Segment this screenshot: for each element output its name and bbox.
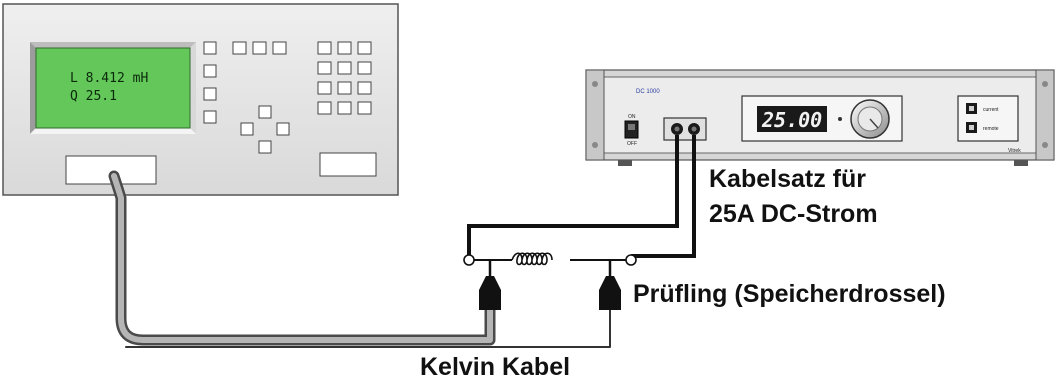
- arrow-left-button[interactable]: [240, 122, 254, 136]
- meter-side-buttons: [203, 41, 217, 124]
- meter-arrow-pad: [240, 105, 290, 154]
- meter-keypad: [317, 41, 372, 115]
- label-dut: Prüfling (Speicherdrossel): [633, 280, 946, 308]
- kelvin-cable: [108, 170, 611, 348]
- current-button-label: current: [983, 107, 999, 113]
- inductor-coil: [511, 252, 553, 266]
- dc-cable-set: [467, 135, 696, 258]
- dut-terminal-right: [625, 254, 637, 266]
- meter-port: [319, 152, 377, 177]
- lcr-meter: L 8.412 mH Q 25.1: [2, 3, 399, 196]
- meter-button[interactable]: [232, 41, 247, 55]
- arrow-down-button[interactable]: [258, 140, 272, 154]
- dut-terminal-left: [463, 254, 475, 266]
- display-value: 25.00: [761, 108, 822, 132]
- seven-segment-display: [757, 106, 827, 132]
- lcd-bezel: [30, 42, 196, 48]
- arrow-right-button[interactable]: [276, 122, 290, 136]
- device-under-test: [463, 252, 637, 266]
- dc-source-model: DC 1000: [636, 89, 660, 95]
- label-cable-set-line2: 25A DC-Strom: [709, 200, 878, 228]
- lcd-display: [35, 47, 191, 129]
- meter-button[interactable]: [203, 87, 217, 101]
- meter-button[interactable]: [252, 41, 267, 55]
- meter-button[interactable]: [203, 41, 217, 55]
- meter-button[interactable]: [203, 64, 217, 78]
- switch-on-label: ON: [628, 114, 636, 120]
- meter-top-buttons: [232, 41, 287, 55]
- lcd-line-inductance: L 8.412 mH: [70, 71, 148, 86]
- label-kelvin-cable: Kelvin Kabel: [420, 353, 570, 381]
- dc-current-source: DC 1000 ON OFF 25.00 current remote Vitr…: [585, 69, 1055, 166]
- meter-button[interactable]: [203, 110, 217, 124]
- remote-button-label: remote: [983, 126, 999, 132]
- switch-off-label: OFF: [627, 141, 637, 147]
- label-cable-set-line1: Kabelsatz für: [709, 165, 866, 193]
- kelvin-clip-left: [479, 260, 501, 310]
- kelvin-clip-right: [599, 260, 621, 310]
- mode-button-panel: [957, 95, 1019, 142]
- meter-button[interactable]: [272, 41, 287, 55]
- dc-source-brand: Vitrek: [1008, 148, 1021, 154]
- arrow-up-button[interactable]: [258, 105, 272, 119]
- lcd-line-quality: Q 25.1: [70, 89, 117, 104]
- display-indicator-dot: [838, 117, 842, 121]
